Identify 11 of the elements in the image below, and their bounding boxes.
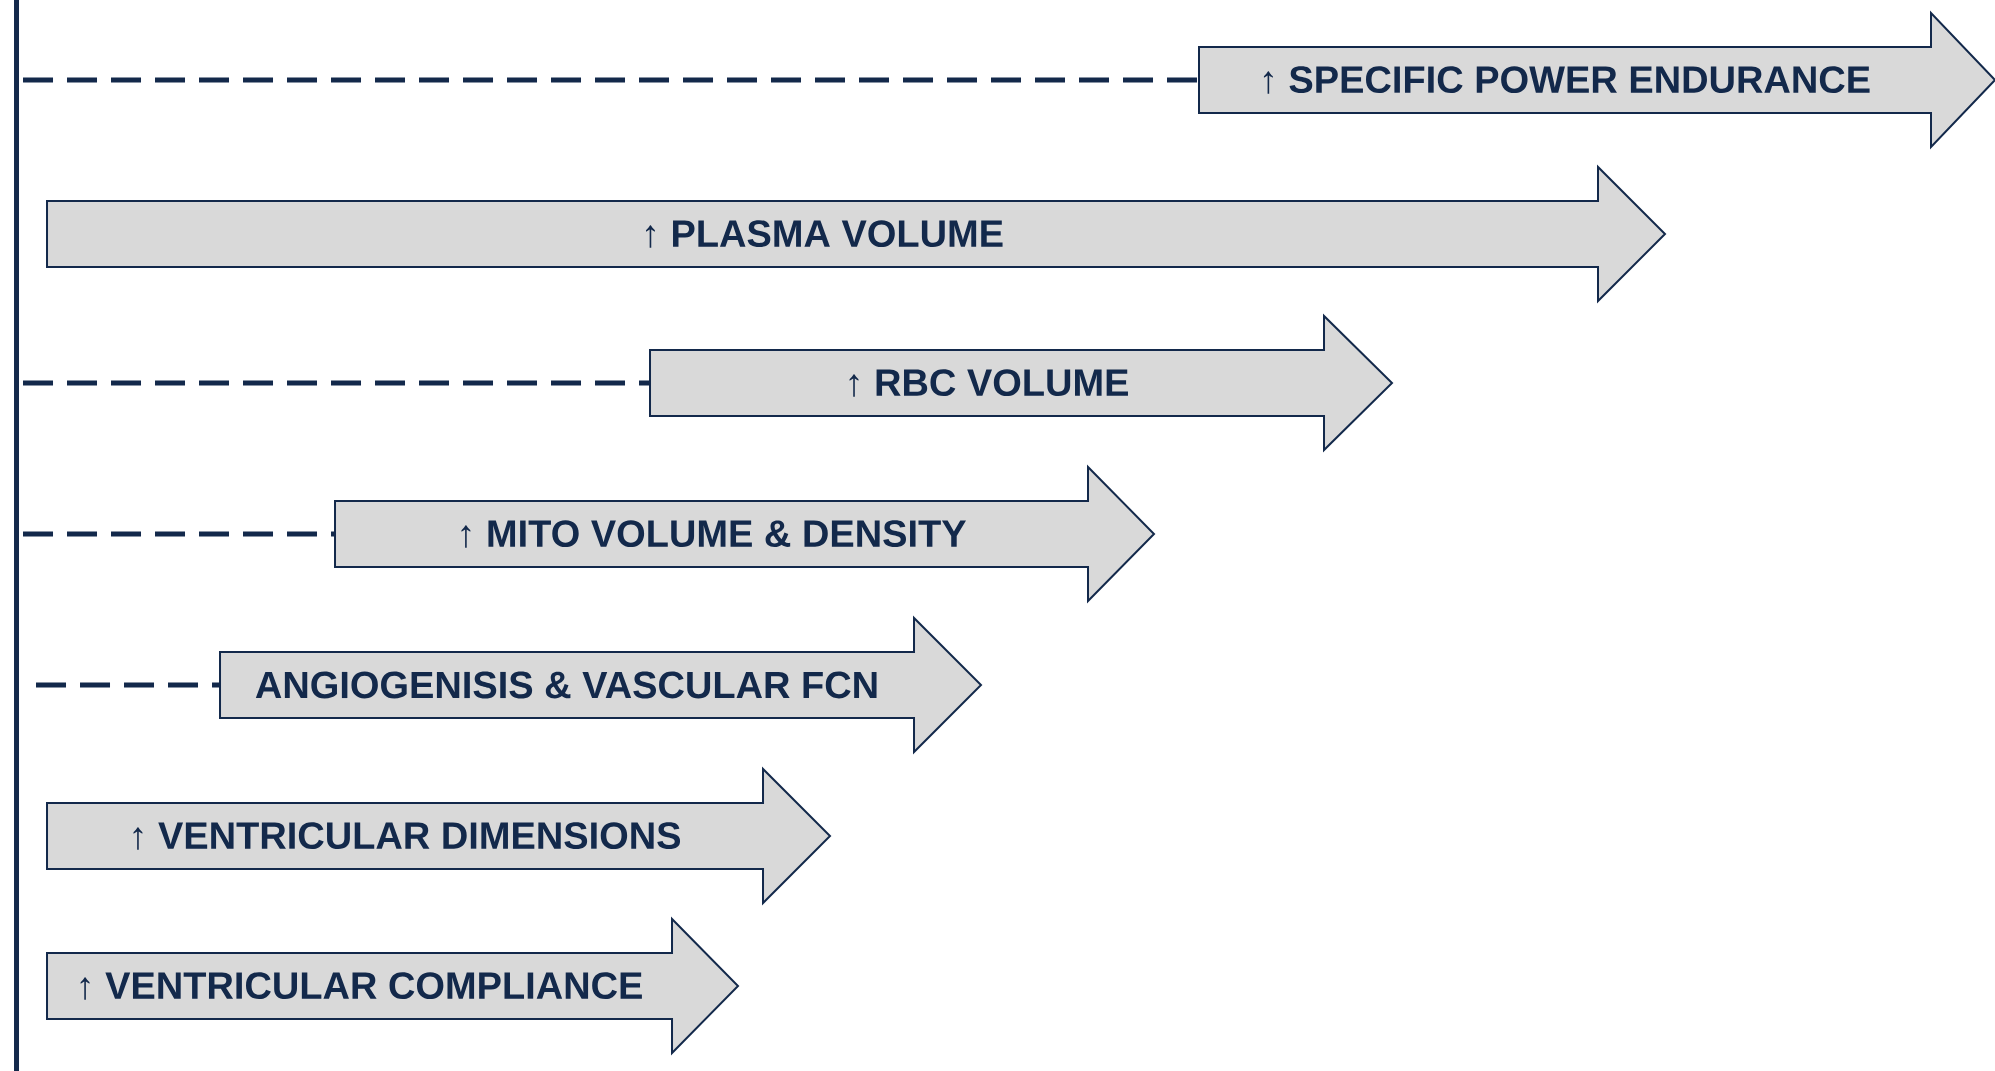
arrow-box: ↑ RBC VOLUME bbox=[649, 313, 1394, 453]
arrow-box: ↑ VENTRICULAR COMPLIANCE bbox=[46, 916, 740, 1056]
arrow-box: ↑ MITO VOLUME & DENSITY bbox=[334, 464, 1156, 604]
dashed-line bbox=[23, 531, 335, 537]
dashed-line bbox=[23, 380, 650, 386]
arrow-box: ANGIOGENISIS & VASCULAR FCN bbox=[219, 615, 983, 755]
arrow-box: ↑ SPECIFIC POWER ENDURANCE bbox=[1198, 10, 1995, 150]
arrow-box: ↑ VENTRICULAR DIMENSIONS bbox=[46, 766, 832, 906]
dashed-line bbox=[23, 77, 1199, 83]
arrow-box: ↑ PLASMA VOLUME bbox=[46, 164, 1667, 304]
dashed-line bbox=[36, 682, 220, 688]
